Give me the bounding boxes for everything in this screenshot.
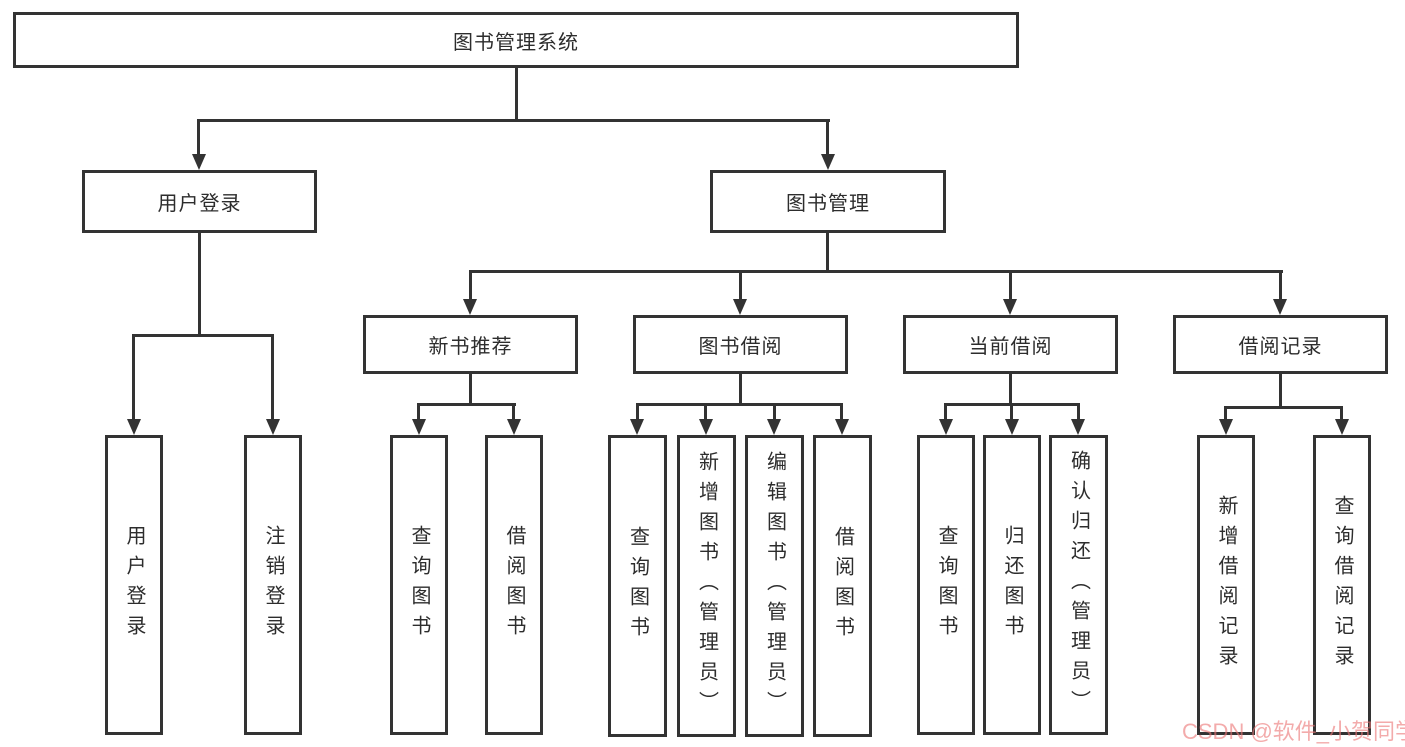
connector-line xyxy=(417,403,516,406)
arrowhead-icon xyxy=(699,419,713,435)
connector-line xyxy=(1009,270,1012,301)
arrowhead-icon xyxy=(1273,299,1287,315)
node-add-books-admin: 新增图书（管理员） xyxy=(677,435,736,737)
connector-line xyxy=(1010,403,1013,421)
connector-line xyxy=(417,403,420,421)
node-label: 图书管理系统 xyxy=(453,31,579,54)
node-edit-books-admin: 编辑图书（管理员） xyxy=(745,435,804,737)
connector-line xyxy=(826,231,829,273)
node-label: 当前借阅 xyxy=(968,336,1053,358)
node-query-books-borrowing: 查询图书 xyxy=(608,435,667,737)
node-label: 编辑图书（管理员） xyxy=(763,451,786,721)
arrowhead-icon xyxy=(1219,419,1233,435)
node-label: 确认归还（管理员） xyxy=(1067,450,1090,720)
node-book-management: 图书管理 xyxy=(710,170,946,233)
node-query-books-recommend: 查询图书 xyxy=(390,435,448,735)
arrowhead-icon xyxy=(507,419,521,435)
node-book-management-system: 图书管理系统 xyxy=(13,12,1019,68)
connector-line xyxy=(132,334,274,337)
node-label: 用户登录 xyxy=(123,525,145,645)
node-confirm-return-admin: 确认归还（管理员） xyxy=(1049,435,1108,735)
connector-line xyxy=(271,334,274,421)
node-query-books-current: 查询图书 xyxy=(917,435,975,735)
connector-line xyxy=(944,403,947,421)
connector-line xyxy=(739,372,742,406)
connector-line xyxy=(469,270,472,301)
node-new-book-recommend: 新书推荐 xyxy=(363,315,578,374)
arrowhead-icon xyxy=(412,419,426,435)
node-current-borrowing: 当前借阅 xyxy=(903,315,1118,374)
connector-line xyxy=(1279,372,1282,409)
connector-line xyxy=(132,334,135,421)
node-borrow-books-recommend: 借阅图书 xyxy=(485,435,543,735)
arrowhead-icon xyxy=(192,154,206,170)
node-label: 图书管理 xyxy=(786,193,870,215)
node-label: 用户登录 xyxy=(157,193,242,215)
node-book-borrowing: 图书借阅 xyxy=(633,315,848,374)
node-user-login: 用户登录 xyxy=(82,170,317,233)
arrowhead-icon xyxy=(1005,419,1019,435)
connector-line xyxy=(198,231,201,337)
arrowhead-icon xyxy=(1071,419,1085,435)
arrowhead-icon xyxy=(835,419,849,435)
node-borrow-books-leaf: 借阅图书 xyxy=(813,435,872,737)
connector-line xyxy=(1224,406,1227,421)
node-label: 查询借阅记录 xyxy=(1331,495,1353,675)
node-label: 图书借阅 xyxy=(698,336,783,358)
connector-line xyxy=(636,403,843,406)
connector-line xyxy=(773,403,776,421)
watermark: CSDN @软件_小贺同学 xyxy=(1182,719,1405,744)
connector-line xyxy=(469,270,1283,273)
node-label: 新书推荐 xyxy=(428,336,513,358)
node-user-login-leaf: 用户登录 xyxy=(105,435,163,735)
connector-line xyxy=(1009,372,1012,406)
node-add-borrow-record: 新增借阅记录 xyxy=(1197,435,1255,735)
connector-line xyxy=(840,403,843,421)
connector-line xyxy=(1340,406,1343,421)
connector-line xyxy=(826,119,829,156)
node-label: 查询图书 xyxy=(408,525,430,645)
arrowhead-icon xyxy=(266,419,280,435)
arrowhead-icon xyxy=(939,419,953,435)
arrowhead-icon xyxy=(630,419,644,435)
arrowhead-icon xyxy=(463,299,477,315)
node-logout: 注销登录 xyxy=(244,435,302,735)
node-label: 借阅图书 xyxy=(831,526,854,646)
node-label: 注销登录 xyxy=(262,525,284,645)
connector-line xyxy=(512,403,515,421)
node-label: 归还图书 xyxy=(1001,525,1023,645)
connector-line xyxy=(197,119,830,122)
connector-line xyxy=(469,372,472,406)
node-query-borrow-record: 查询借阅记录 xyxy=(1313,435,1371,735)
connector-line xyxy=(515,66,518,122)
node-label: 新增借阅记录 xyxy=(1215,495,1237,675)
node-label: 借阅图书 xyxy=(503,525,525,645)
node-label: 借阅记录 xyxy=(1238,336,1323,358)
arrowhead-icon xyxy=(733,299,747,315)
connector-line xyxy=(739,270,742,301)
connector-line xyxy=(197,119,200,156)
node-borrow-records: 借阅记录 xyxy=(1173,315,1388,374)
arrowhead-icon xyxy=(767,419,781,435)
node-return-books: 归还图书 xyxy=(983,435,1041,735)
connector-line xyxy=(1077,403,1080,421)
node-label: 查询图书 xyxy=(935,525,957,645)
arrowhead-icon xyxy=(1335,419,1349,435)
connector-line xyxy=(1224,406,1343,409)
arrowhead-icon xyxy=(821,154,835,170)
node-label: 查询图书 xyxy=(626,526,649,646)
connector-line xyxy=(1279,270,1282,301)
node-label: 新增图书（管理员） xyxy=(695,451,718,721)
connector-line xyxy=(636,403,639,421)
arrowhead-icon xyxy=(1003,299,1017,315)
connector-line xyxy=(704,403,707,421)
arrowhead-icon xyxy=(127,419,141,435)
